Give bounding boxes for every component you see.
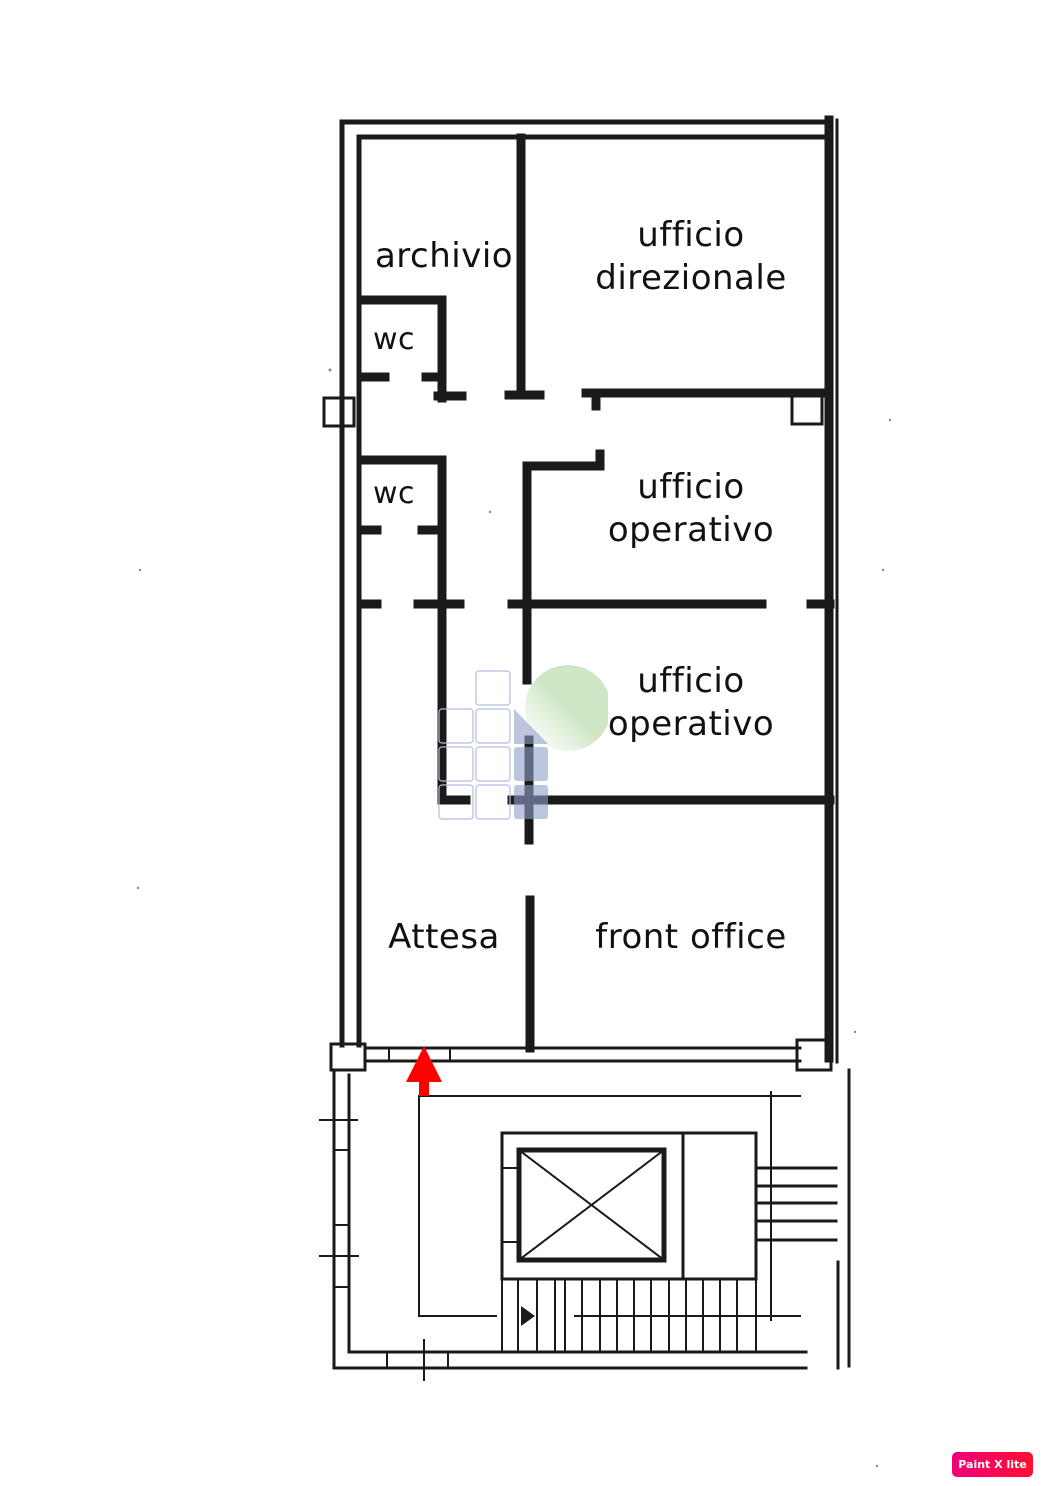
outer-walls — [322, 115, 839, 1064]
paint-x-lite-badge: Paint X lite — [952, 1452, 1033, 1477]
room-label-ufficio-direzionale: ufficio direzionale — [595, 215, 787, 298]
room-label-front-office: front office — [595, 917, 787, 957]
scan-specks — [136, 368, 892, 1468]
room-label-wc-bottom: wc — [372, 476, 416, 511]
room-label-ufficio-operativo-1: ufficio operativo — [607, 467, 775, 550]
room-label-attesa: Attesa — [388, 917, 500, 957]
interior-walls-bottom — [329, 895, 833, 1072]
stair-steps — [501, 1278, 757, 1351]
room-label-wc-top: wc — [372, 322, 416, 357]
side-steps — [754, 1166, 838, 1242]
interior-walls-top — [357, 133, 831, 411]
room-label-archivio: archivio — [374, 236, 514, 276]
room-label-ufficio-operativo-2: ufficio operativo — [607, 661, 775, 744]
interior-walls-middle — [357, 449, 835, 845]
watermark-logo — [438, 665, 608, 820]
stairwell — [319, 1068, 851, 1381]
entrance-arrow-icon — [406, 1046, 442, 1096]
